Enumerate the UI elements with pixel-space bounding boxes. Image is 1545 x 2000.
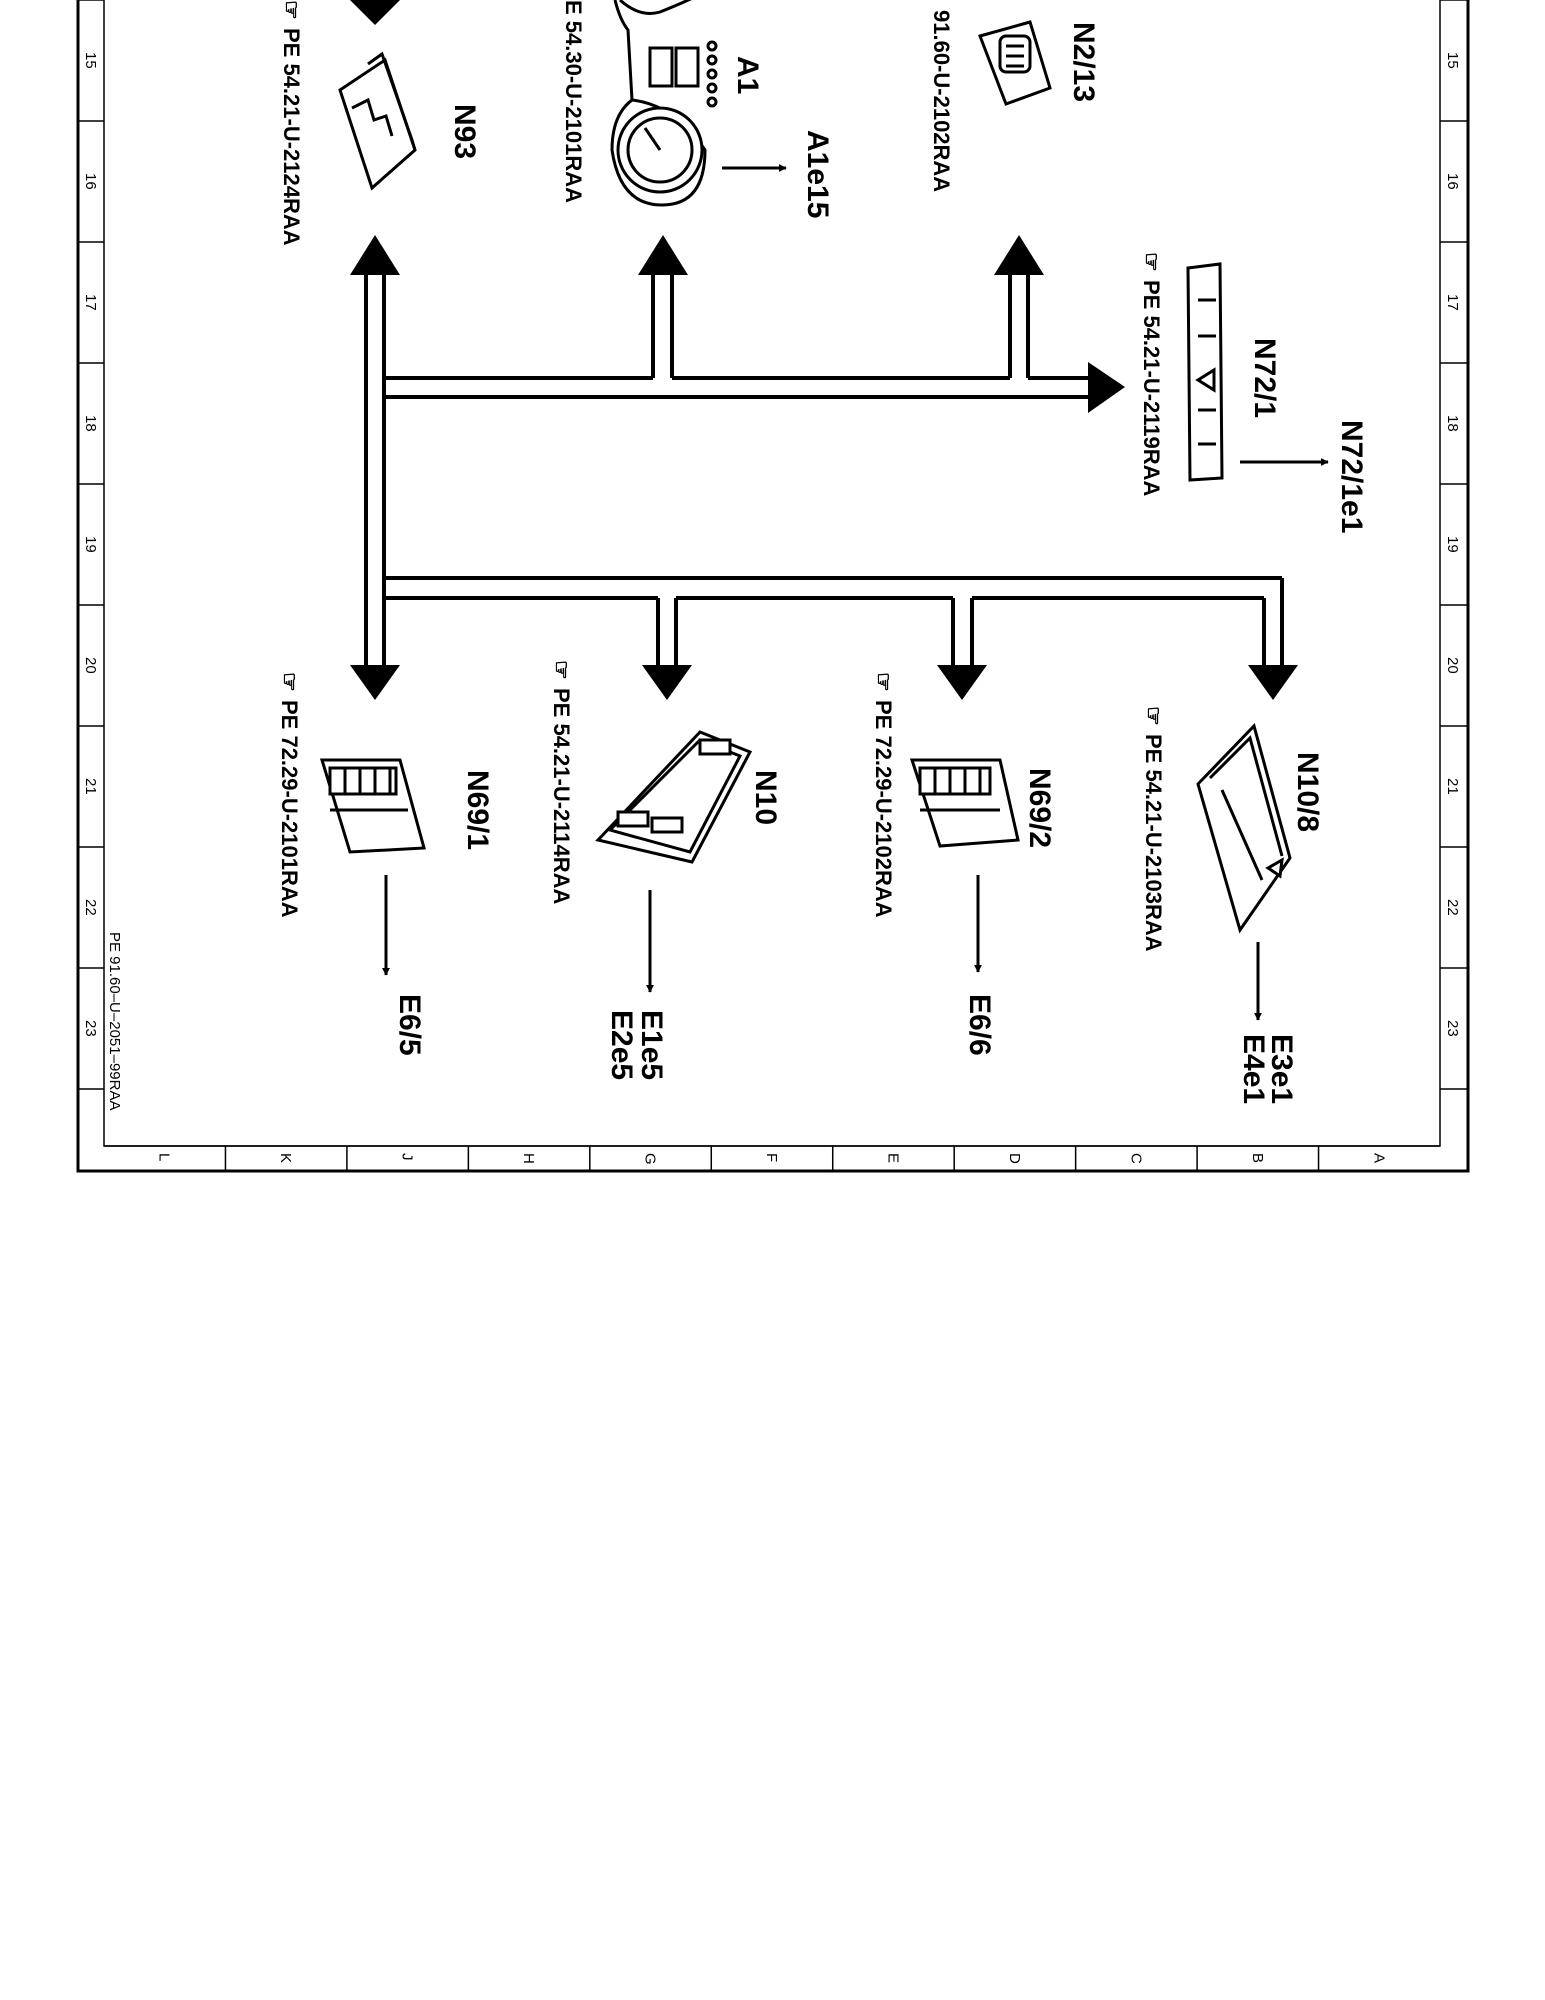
row-grid: 15 15 16 16 17 17 18 18 19 19 20 20 21 21 22 22 23 23 — [78, 0, 1468, 1090]
n10-label: N10 — [749, 770, 782, 825]
n10-ref-text: PE 54.21-U-2114RAA — [549, 688, 574, 905]
n10-8-output-label-2: E4e1 — [1237, 1034, 1270, 1104]
column-letter: G — [642, 1153, 659, 1165]
row-number: 20 — [1444, 657, 1461, 674]
component-n69-1: N69/1 E6/5 ☞ PE 72.29-U-2101RAA — [277, 672, 494, 1056]
n10-8-ref-text: PE 54.21-U-2103RAA — [1141, 734, 1166, 952]
n69-2-ref-text: PE 72.29-U-2102RAA — [871, 700, 896, 918]
row-number: 19 — [82, 536, 99, 553]
n10-module-icon — [595, 730, 753, 864]
n69-1-ref-text: PE 72.29-U-2101RAA — [277, 700, 302, 918]
n69-2-output-label: E6/6 — [963, 994, 996, 1056]
n72-1-output-label: N72/1e1 — [1335, 420, 1368, 533]
row-number: 21 — [82, 778, 99, 795]
bus-arrowheads — [350, 0, 1298, 700]
n72-1-switch-icon — [1186, 262, 1224, 482]
n69-2-ref: ☞ PE 72.29-U-2102RAA — [871, 672, 896, 918]
n93-ref-text: PE 54.21-U-2124RAA — [279, 28, 304, 246]
row-number: 23 — [82, 1020, 99, 1037]
component-a1: A1 A1e15 E 54.30-U-2101RAA — [561, 0, 834, 218]
n2-13-module-icon — [978, 20, 1052, 106]
row-number: 20 — [82, 657, 99, 674]
n69-2-label: N69/2 — [1023, 768, 1056, 848]
column-letter: H — [520, 1153, 537, 1164]
n93-label: N93 — [448, 104, 481, 159]
n93-ref: ☞ PE 54.21-U-2124RAA — [279, 0, 304, 246]
n69-1-label: N69/1 — [461, 770, 494, 850]
component-n10: N10 E1e5 E2e5 ☞ PE 54.21-U-2114RAA — [549, 660, 782, 1080]
n72-1-ref-text: PE 54.21-U-2119RAA — [1139, 280, 1164, 497]
a1-cluster-icon — [610, 0, 718, 207]
row-number: 22 — [1444, 899, 1461, 916]
n10-8-label: N10/8 — [1291, 752, 1324, 832]
column-letter: E — [884, 1153, 901, 1163]
a1-label: A1 — [731, 56, 764, 94]
row-number: 16 — [82, 173, 99, 190]
column-letter: L — [156, 1153, 173, 1161]
n69-1-ref: ☞ PE 72.29-U-2101RAA — [277, 672, 302, 918]
row-number: 18 — [1444, 415, 1461, 432]
n72-1-ref: ☞ PE 54.21-U-2119RAA — [1139, 252, 1164, 497]
row-number: 19 — [1444, 536, 1461, 553]
n10-8-output-label-1: E3e1 — [1265, 1034, 1298, 1104]
row-number: 18 — [82, 415, 99, 432]
row-number: 16 — [1444, 173, 1461, 190]
n93-module-icon — [338, 51, 417, 191]
a1-ref-text: E 54.30-U-2101RAA — [561, 0, 586, 203]
pointer-hand-icon: ☞ — [277, 672, 302, 692]
n10-ref: ☞ PE 54.21-U-2114RAA — [549, 660, 574, 905]
column-letter: F — [763, 1153, 780, 1162]
drawing-frame — [76, 0, 1470, 1173]
component-n72-1: N72/1 N72/1e1 ☞ PE 54.21-U-2119RAA — [1139, 252, 1368, 533]
row-number: 17 — [82, 294, 99, 311]
a1-output-label: A1e15 — [801, 130, 834, 218]
row-number: 23 — [1444, 1020, 1461, 1037]
row-number: 17 — [1444, 294, 1461, 311]
data-bus — [364, 275, 1284, 665]
row-number: 22 — [82, 899, 99, 916]
component-n2-13: N2/13 91.60-U-2102RAA — [929, 10, 1100, 192]
component-n10-8: N10/8 E3e1 E4e1 ☞ PE 54.21-U-2103RAA — [1141, 706, 1324, 1104]
pointer-hand-icon: ☞ — [279, 0, 304, 20]
n10-8-module-icon — [1196, 723, 1292, 934]
column-letter: D — [1006, 1153, 1023, 1164]
pointer-hand-icon: ☞ — [1139, 252, 1164, 272]
row-number: 15 — [82, 52, 99, 69]
n2-13-ref-text: 91.60-U-2102RAA — [929, 10, 954, 192]
pointer-hand-icon: ☞ — [871, 672, 896, 692]
n72-1-label: N72/1 — [1248, 338, 1281, 418]
n10-output-label-1: E1e5 — [635, 1010, 668, 1080]
pointer-hand-icon: ☞ — [549, 660, 574, 680]
n10-output-label-2: E2e5 — [605, 1010, 638, 1080]
column-letter: J — [399, 1153, 416, 1161]
pointer-hand-icon: ☞ — [1141, 706, 1166, 726]
column-letter: A — [1370, 1153, 1387, 1163]
column-letter: B — [1249, 1153, 1266, 1163]
n69-2-module-icon — [909, 758, 1020, 848]
n10-8-ref: ☞ PE 54.21-U-2103RAA — [1141, 706, 1166, 952]
column-letter: C — [1127, 1153, 1144, 1164]
drawing-number: PE 91.60–U–2051–99RAA — [106, 932, 123, 1110]
n2-13-label: N2/13 — [1067, 22, 1100, 102]
component-n93: N93 ☞ PE 54.21-U-2124RAA — [279, 0, 481, 246]
component-n69-2: N69/2 E6/6 ☞ PE 72.29-U-2102RAA — [871, 672, 1056, 1056]
row-number: 15 — [1444, 52, 1461, 69]
n69-1-output-label: E6/5 — [393, 994, 426, 1056]
row-number: 21 — [1444, 778, 1461, 795]
column-letter: K — [277, 1153, 294, 1163]
n69-1-module-icon — [319, 758, 426, 854]
